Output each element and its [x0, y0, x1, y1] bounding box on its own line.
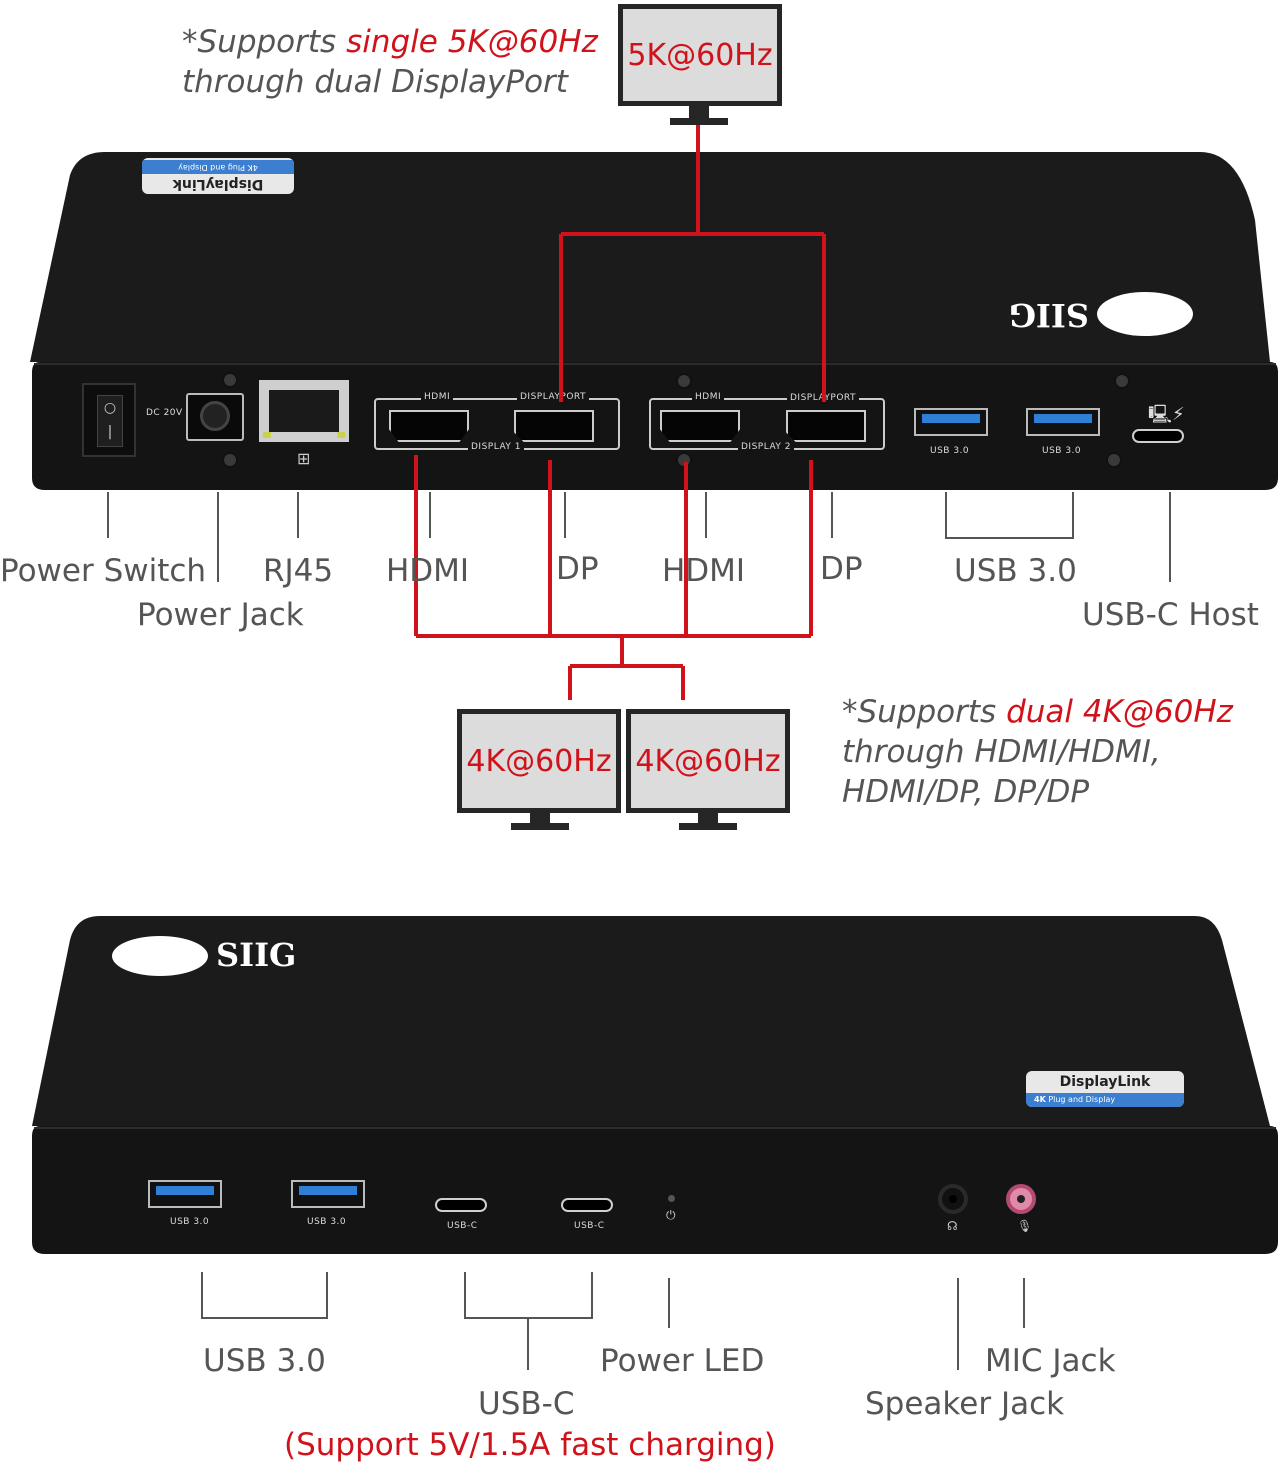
label-power-led: Power LED: [600, 1343, 765, 1379]
label-dp-1: DP: [556, 551, 599, 587]
mic-jack[interactable]: [1006, 1184, 1036, 1214]
display2-dp-port[interactable]: [786, 410, 866, 442]
monitor-5k-stand: [689, 106, 709, 118]
usb3-top-1-label: USB 3.0: [930, 446, 970, 456]
rj45-led: [263, 432, 271, 438]
note-highlight: single 5K@60Hz: [346, 24, 598, 60]
label-hdmi-2: HDMI: [662, 553, 746, 589]
top-support-note: *Supports single 5K@60Hz through dual Di…: [182, 22, 598, 102]
power-jack-hole: [200, 401, 230, 431]
label-usb30-top: USB 3.0: [954, 553, 1077, 589]
power-led: [668, 1195, 675, 1202]
monitor-4k-left-stand: [530, 813, 550, 823]
laptop-charge-icon: 🖳⚡: [1148, 404, 1185, 425]
monitor-4k-right: 4K@60Hz: [626, 709, 790, 813]
rj45-port[interactable]: [259, 380, 349, 442]
connector-lines-top: [107, 125, 1171, 700]
headphone-icon: ☊: [947, 1219, 958, 1233]
display1-dp-port[interactable]: [514, 410, 594, 442]
display2-caption: DISPLAY 2: [738, 442, 794, 452]
speaker-jack-hole: [949, 1195, 957, 1203]
dual-support-note: *Supports dual 4K@60Hz through HDMI/HDMI…: [842, 692, 1233, 812]
dc-label: DC 20V: [146, 408, 183, 418]
usbc-port-front-2[interactable]: [561, 1198, 613, 1212]
usb3-port-top-2[interactable]: [1026, 408, 1100, 436]
usbc-front-1-label: USB-C: [447, 1221, 478, 1231]
microphone-icon: 🎙: [1017, 1219, 1033, 1233]
usb3-port-front-1[interactable]: [148, 1180, 222, 1208]
dual-note-line3: HDMI/DP, DP/DP: [842, 774, 1090, 810]
display2-hdmi-port[interactable]: [660, 410, 740, 442]
display1-dp-label: DISPLAYPORT: [517, 392, 590, 402]
monitor-4k-right-label: 4K@60Hz: [635, 743, 781, 779]
usb3-port-top-1[interactable]: [914, 408, 988, 436]
display2-hdmi-label: HDMI: [692, 392, 725, 402]
label-dp-2: DP: [820, 551, 863, 587]
monitor-5k-label: 5K@60Hz: [627, 37, 773, 73]
label-usbc-bottom: USB-C: [478, 1386, 575, 1422]
usb3-front-2-label: USB 3.0: [307, 1217, 347, 1227]
power-jack[interactable]: [186, 393, 244, 441]
network-icon: ⊞: [297, 449, 311, 468]
screw: [222, 372, 238, 388]
display1-hdmi-label: HDMI: [421, 392, 454, 402]
monitor-4k-left-label: 4K@60Hz: [466, 743, 612, 779]
note-prefix: *Supports: [182, 24, 347, 60]
siig-logo-bottom-swoosh: [112, 936, 208, 976]
monitor-5k: 5K@60Hz: [618, 4, 782, 106]
power-icon: ⏻: [666, 1208, 676, 1222]
label-rj45: RJ45: [263, 553, 334, 589]
usbc-host-port[interactable]: [1132, 429, 1184, 443]
monitor-4k-right-stand: [698, 813, 718, 823]
note-line2: through dual DisplayPort: [182, 64, 568, 100]
usb3-top-2-label: USB 3.0: [1042, 446, 1082, 456]
monitor-4k-left: 4K@60Hz: [457, 709, 621, 813]
dual-note-prefix: *Supports: [842, 694, 1007, 730]
label-usbc-host: USB-C Host: [1082, 597, 1259, 633]
display1-hdmi-port[interactable]: [389, 410, 469, 442]
monitor-5k-base: [670, 118, 728, 125]
monitor-4k-left-base: [511, 823, 569, 830]
usbc-port-front-1[interactable]: [435, 1198, 487, 1212]
monitor-4k-right-base: [679, 823, 737, 830]
badge-4k: 4K: [1034, 1095, 1046, 1104]
siig-logo-bottom-text: SIIG: [216, 936, 297, 974]
connector-lines-bottom: [201, 1272, 1025, 1370]
displaylink-badge-bottom-brand: DisplayLink: [1059, 1074, 1151, 1090]
label-speaker-jack: Speaker Jack: [865, 1386, 1065, 1422]
label-usb30-bottom: USB 3.0: [203, 1343, 326, 1379]
dual-note-line2: through HDMI/HDMI,: [842, 734, 1161, 770]
label-hdmi-1: HDMI: [386, 553, 470, 589]
screw: [1114, 373, 1130, 389]
usb3-port-front-2[interactable]: [291, 1180, 365, 1208]
rj45-opening: [269, 390, 339, 432]
screw: [676, 373, 692, 389]
mic-jack-hole: [1017, 1195, 1025, 1203]
label-power-jack: Power Jack: [137, 597, 304, 633]
display1-caption: DISPLAY 1: [468, 442, 524, 452]
dock-bottom-shape: [32, 916, 1278, 1254]
label-mic-jack: MIC Jack: [985, 1343, 1116, 1379]
power-switch-icon: ○|: [97, 395, 123, 447]
usbc-front-2-label: USB-C: [574, 1221, 605, 1231]
label-usbc-charging-note: (Support 5V/1.5A fast charging): [284, 1427, 776, 1463]
label-power-switch: Power Switch: [0, 553, 207, 589]
badge-sub: Plug and Display: [1048, 1095, 1116, 1104]
screw: [1106, 452, 1122, 468]
dual-note-highlight: dual 4K@60Hz: [1006, 694, 1233, 730]
rj45-led: [337, 432, 345, 438]
siig-logo-bottom: SIIG: [112, 934, 332, 982]
speaker-jack[interactable]: [938, 1184, 968, 1214]
displaylink-badge-bottom-strip: 4K Plug and Display: [1026, 1093, 1184, 1107]
displaylink-badge-bottom: DisplayLink 4K Plug and Display: [1026, 1071, 1184, 1107]
power-switch[interactable]: ○|: [82, 383, 136, 457]
screw: [222, 452, 238, 468]
usb3-front-1-label: USB 3.0: [170, 1217, 210, 1227]
